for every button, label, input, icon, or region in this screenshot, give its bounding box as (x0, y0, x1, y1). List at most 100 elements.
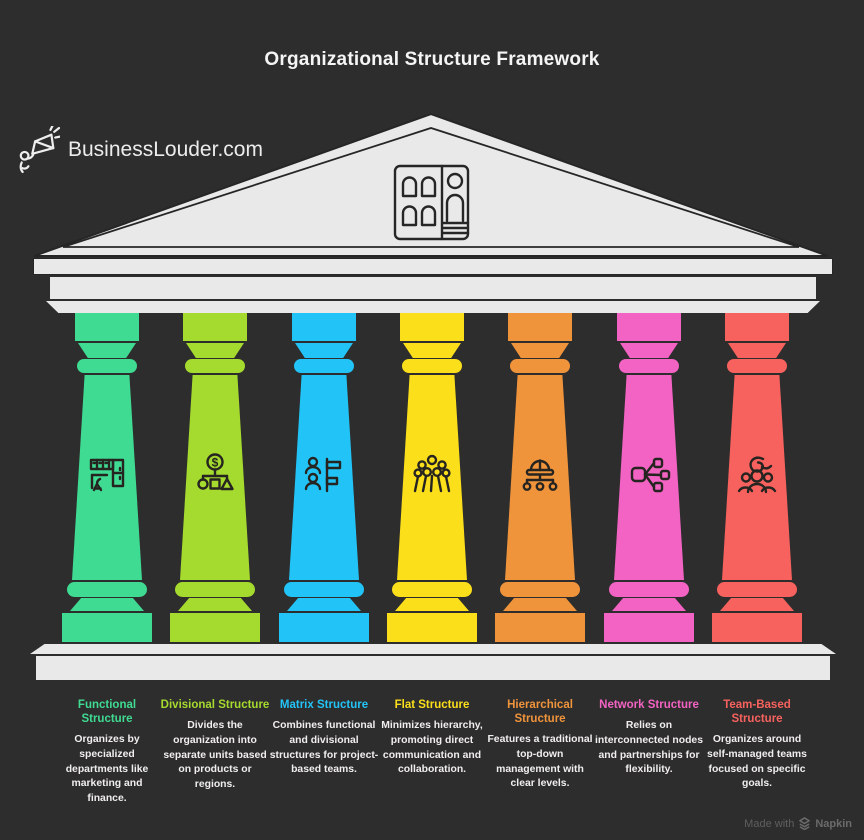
label-title: Team-Based Structure (723, 699, 791, 726)
pillar-torus (77, 359, 137, 373)
pillar-torus (175, 582, 255, 597)
pillar-flare (178, 598, 252, 611)
pillar-flare (720, 598, 794, 611)
pillar-neck (728, 343, 786, 358)
label-title: Matrix Structure (279, 699, 369, 711)
label-title: Network Structure (599, 699, 699, 711)
temple-cornice (46, 301, 820, 313)
pillar-shaft (397, 375, 467, 580)
watermark-prefix: Made with (744, 817, 795, 830)
pillar-flare (395, 598, 469, 611)
pillar-plinth (712, 613, 802, 642)
watermark-name: Napkin (815, 817, 852, 830)
pillar-neck (403, 343, 461, 358)
pillar-capital (508, 313, 572, 341)
pillar-flare (287, 598, 361, 611)
pillar-shaft (614, 375, 684, 580)
pillar-neck (620, 343, 678, 358)
pillar-hierarchical (495, 313, 585, 642)
pillar-neck (295, 343, 353, 358)
brand: BusinessLouder.com (16, 126, 263, 174)
temple-frieze (50, 277, 816, 299)
label-title: Flat Structure (394, 699, 470, 711)
pillar-capital (725, 313, 789, 341)
people-crowd-icon (413, 454, 451, 493)
temple-base (36, 656, 830, 680)
label-team-based: Team-Based Structure Organizes around se… (701, 698, 813, 792)
pillar-torus (619, 359, 679, 373)
pillar-torus (294, 359, 354, 373)
temple-pediment (33, 112, 829, 257)
pillar-plinth (279, 613, 369, 642)
pillar-neck (511, 343, 569, 358)
pillar-matrix (279, 313, 369, 642)
pillar-torus (392, 582, 472, 597)
label-flat: Flat Structure Minimizes hierarchy, prom… (376, 698, 488, 778)
hard-hat-hierarchy-icon (522, 459, 558, 491)
office-cubicle-icon (89, 458, 125, 492)
pillar-flare (612, 598, 686, 611)
pillar-torus (609, 582, 689, 597)
label-description: Organizes by specialized departments lik… (65, 734, 149, 805)
dollar-org-chart-icon: $ (197, 453, 234, 491)
label-matrix: Matrix Structure Combines functional and… (268, 698, 380, 778)
pillar-torus (284, 582, 364, 597)
label-title: Hierarchical Structure (507, 699, 573, 726)
pillar-functional (62, 313, 152, 642)
svg-text:$: $ (212, 456, 219, 470)
pillar-torus (727, 359, 787, 373)
pillar-flare (503, 598, 577, 611)
network-nodes-icon (630, 457, 671, 493)
label-hierarchical: Hierarchical Structure Features a tradit… (484, 698, 596, 792)
pillar-shaft (72, 375, 142, 580)
pillar-capital (75, 313, 139, 341)
pillar-capital (617, 313, 681, 341)
temple-architrave (33, 258, 833, 275)
pillar-flat (387, 313, 477, 642)
label-description: Minimizes hierarchy, promoting direct co… (381, 720, 483, 776)
pillar-torus (67, 582, 147, 597)
megaphone-person-icon (19, 126, 60, 174)
pillar-torus (500, 582, 580, 597)
pillar-plinth (387, 613, 477, 642)
label-divisional: Divisional Structure Divides the organiz… (159, 698, 271, 793)
building-icon (393, 164, 470, 241)
pillar-torus (717, 582, 797, 597)
pillar-flare (70, 598, 144, 611)
pillar-neck (186, 343, 244, 358)
pillar-plinth (62, 613, 152, 642)
watermark: Made with Napkin (744, 817, 852, 830)
people-matrix-list-icon (304, 456, 342, 493)
page-title: Organizational Structure Framework (264, 49, 600, 70)
label-description: Combines functional and divisional struc… (269, 720, 379, 776)
pillar-torus (185, 359, 245, 373)
pillar-capital (292, 313, 356, 341)
pillar-divisional: $ (170, 313, 260, 642)
team-group-icon (737, 456, 777, 494)
label-title: Functional Structure (77, 699, 137, 726)
pillar-torus (510, 359, 570, 373)
label-description: Organizes around self-managed teams focu… (707, 734, 807, 790)
brand-text: BusinessLouder.com (68, 138, 263, 161)
label-functional: Functional Structure Organizes by specia… (51, 698, 163, 807)
pillar-plinth (604, 613, 694, 642)
pillar-network (604, 313, 694, 642)
pillar-torus (402, 359, 462, 373)
pillar-plinth (495, 613, 585, 642)
label-description: Features a traditional top-down manageme… (487, 734, 593, 790)
napkin-logo-icon (799, 817, 811, 830)
pillar-shaft (722, 375, 792, 580)
pillar-capital (183, 313, 247, 341)
pillar-shaft (289, 375, 359, 580)
pillar-shaft: $ (180, 375, 250, 580)
pillar-shaft (505, 375, 575, 580)
pillar-plinth (170, 613, 260, 642)
label-network: Network Structure Relies on interconnect… (593, 698, 705, 778)
pillar-neck (78, 343, 136, 358)
pillar-team-based (712, 313, 802, 642)
label-description: Relies on interconnected nodes and partn… (595, 720, 703, 776)
label-title: Divisional Structure (160, 699, 270, 711)
temple-stylobate (30, 644, 836, 654)
label-description: Divides the organization into separate u… (163, 720, 267, 791)
